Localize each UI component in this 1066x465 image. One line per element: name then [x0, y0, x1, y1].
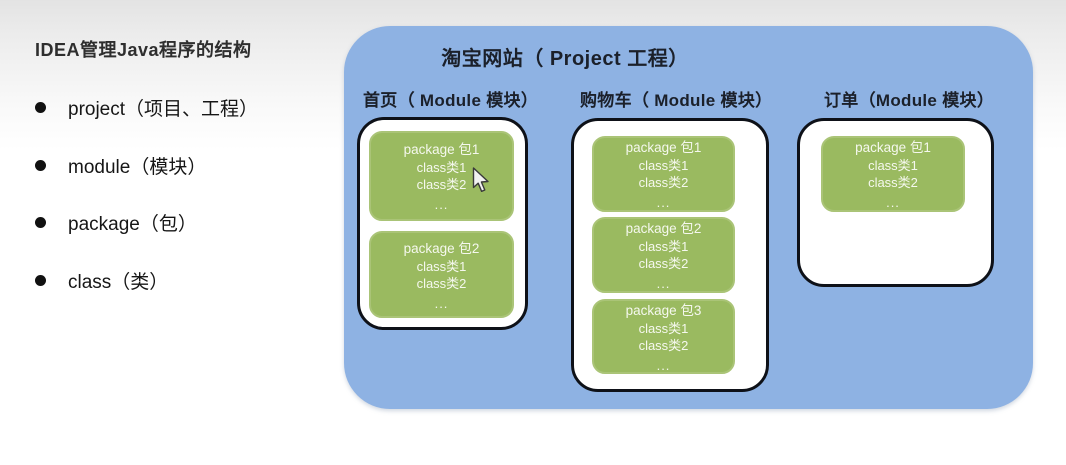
- package-name: package 包3: [625, 302, 702, 318]
- list-item-label: module（模块）: [68, 157, 207, 178]
- ellipsis: ...: [656, 276, 671, 291]
- ellipsis: ...: [434, 197, 449, 212]
- package-name: package 包2: [625, 221, 702, 236]
- module-label-cart: 购物车（ Module 模块）: [580, 91, 773, 110]
- package-box: package 包2 class类1 class类2 ...: [369, 231, 514, 318]
- package-box: package 包2 class类1 class类2 ...: [592, 217, 735, 293]
- class-item: class类1: [638, 158, 689, 173]
- module-label-home: 首页（ Module 模块）: [363, 91, 539, 110]
- class-item: class类2: [638, 337, 689, 353]
- class-item: class类2: [416, 275, 467, 291]
- package-name: package 包1: [625, 140, 702, 155]
- ellipsis: ...: [656, 195, 671, 210]
- ellipsis: ...: [656, 357, 671, 373]
- package-box: package 包1 class类1 class类2 ...: [821, 136, 965, 212]
- package-box: package 包1 class类1 class类2 ...: [369, 131, 514, 221]
- list-item-class: class（类）: [35, 267, 168, 294]
- class-item: class类2: [868, 175, 918, 190]
- list-item-package: package（包）: [35, 209, 197, 236]
- list-item-module: module（模块）: [35, 152, 206, 179]
- class-item: class类1: [416, 160, 467, 175]
- list-item-label: package（包）: [68, 214, 197, 235]
- bullet-icon: [35, 160, 46, 171]
- ellipsis: ...: [886, 195, 900, 210]
- bullet-icon: [35, 217, 46, 228]
- package-name: package 包2: [403, 240, 480, 256]
- class-item: class类2: [416, 177, 467, 192]
- package-box: package 包3 class类1 class类2 ...: [592, 299, 735, 374]
- class-item: class类1: [868, 158, 918, 173]
- package-box: package 包1 class类1 class类2 ...: [592, 136, 735, 212]
- class-item: class类1: [638, 320, 689, 336]
- bullet-icon: [35, 275, 46, 286]
- list-item-label: project（项目、工程）: [68, 99, 259, 120]
- class-item: class类2: [638, 175, 689, 190]
- module-label-order: 订单（Module 模块）: [824, 91, 995, 110]
- class-item: class类1: [638, 239, 689, 254]
- project-title: 淘宝网站（ Project 工程）: [441, 48, 689, 70]
- page-title: IDEA管理Java程序的结构: [35, 40, 252, 60]
- class-item: class类2: [638, 256, 689, 271]
- class-item: class类1: [416, 258, 467, 274]
- list-item-project: project（项目、工程）: [35, 94, 258, 121]
- list-item-label: class（类）: [68, 272, 169, 293]
- bullet-icon: [35, 102, 46, 113]
- package-name: package 包1: [855, 140, 931, 155]
- ellipsis: ...: [434, 295, 449, 311]
- package-name: package 包1: [403, 142, 480, 157]
